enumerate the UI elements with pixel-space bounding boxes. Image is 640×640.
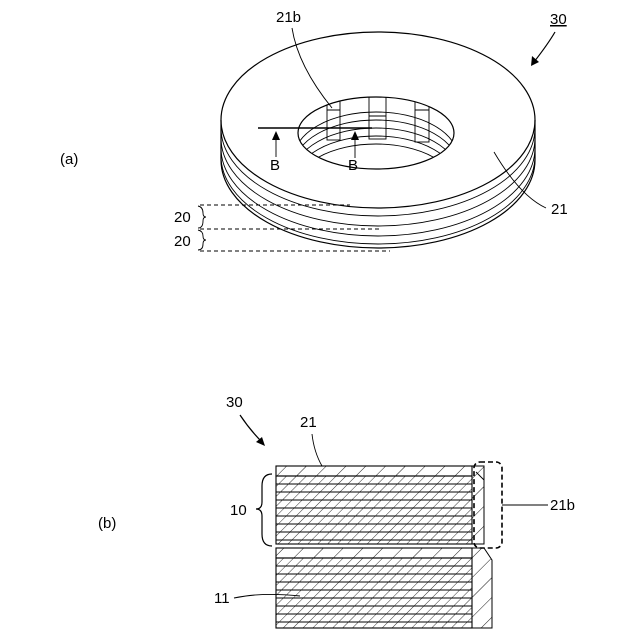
ref-30-b: 30 xyxy=(226,394,243,411)
upper-laminate-block xyxy=(276,466,484,544)
ref-20-lower: 20 xyxy=(174,233,191,250)
laminate-stack-10 xyxy=(276,476,472,544)
ref-21-b: 21 xyxy=(300,414,317,431)
panel-a-label: (a) xyxy=(60,151,78,168)
laminate-stack-11 xyxy=(276,558,472,628)
ref-20-upper: 20 xyxy=(174,209,191,226)
protrusion-21b xyxy=(369,95,386,139)
panel-b: (b) 30 21 xyxy=(98,394,575,628)
side-bend-lower xyxy=(472,548,492,628)
ref-21b-b: 21b xyxy=(550,497,575,514)
ref-30-a-arrow xyxy=(534,32,555,62)
ref-21b-a: 21b xyxy=(276,9,301,26)
lower-laminate-block xyxy=(276,548,492,628)
layer-dimensions: 20 20 xyxy=(174,205,390,251)
disc-inner-hole xyxy=(294,95,458,236)
cover-layer-lower xyxy=(276,548,472,558)
panel-b-label: (b) xyxy=(98,515,116,532)
ref-21-a: 21 xyxy=(551,201,568,218)
cover-layer-21 xyxy=(276,466,472,476)
section-label-b-left: B xyxy=(270,157,280,174)
ref-30-a: 30 xyxy=(550,11,567,28)
panel-a: (a) 30 xyxy=(60,9,568,251)
ref-11: 11 xyxy=(214,590,230,607)
disc-stack xyxy=(221,32,535,248)
brace-10 xyxy=(256,474,272,546)
section-label-b-right: B xyxy=(348,157,358,174)
ref-30-b-arrow xyxy=(240,415,262,442)
ref-21-b-leader xyxy=(312,434,322,466)
ref-21-a-leader xyxy=(494,152,546,208)
ref-10: 10 xyxy=(230,502,247,519)
